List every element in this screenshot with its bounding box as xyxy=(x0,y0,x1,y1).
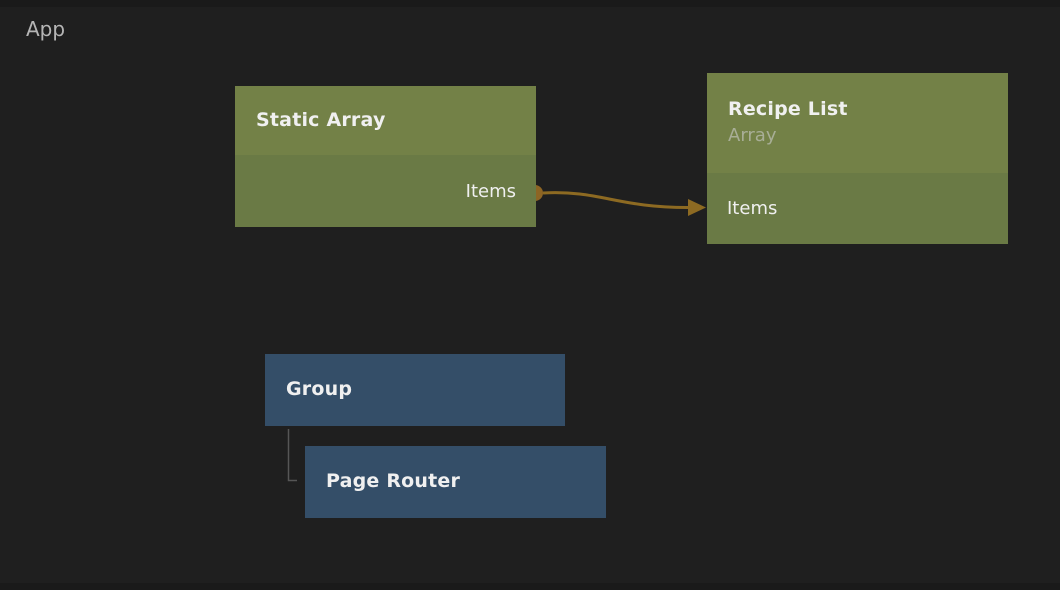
node-header: Page Router xyxy=(305,446,606,518)
output-port-label-items[interactable]: Items xyxy=(465,180,516,202)
canvas-edge-top xyxy=(0,0,1060,7)
node-static-array[interactable]: Static Array Items xyxy=(235,86,536,227)
node-title: Page Router xyxy=(326,470,461,493)
connection-static-array-items-to-recipe-list-items[interactable] xyxy=(542,191,691,210)
node-recipe-list[interactable]: Recipe List Array Items xyxy=(707,73,1008,244)
node-subtitle: Array xyxy=(728,125,777,147)
node-page-router[interactable]: Page Router xyxy=(305,446,606,518)
node-header: Group xyxy=(265,354,565,426)
node-title: Recipe List xyxy=(728,98,848,121)
node-ports: Items xyxy=(235,155,536,227)
canvas-breadcrumb: App xyxy=(26,17,66,41)
input-port-label-items[interactable]: Items xyxy=(727,198,778,219)
node-title: Group xyxy=(286,378,353,401)
node-header: Static Array xyxy=(235,86,536,155)
node-title: Static Array xyxy=(256,108,386,131)
canvas-edge-bottom xyxy=(0,583,1060,590)
node-ports: Items xyxy=(707,173,1008,244)
node-header: Recipe List Array xyxy=(707,73,1008,173)
node-group[interactable]: Group xyxy=(265,354,565,426)
connection-group-to-page-router[interactable] xyxy=(287,429,298,482)
connection-arrowhead-icon xyxy=(688,199,706,216)
